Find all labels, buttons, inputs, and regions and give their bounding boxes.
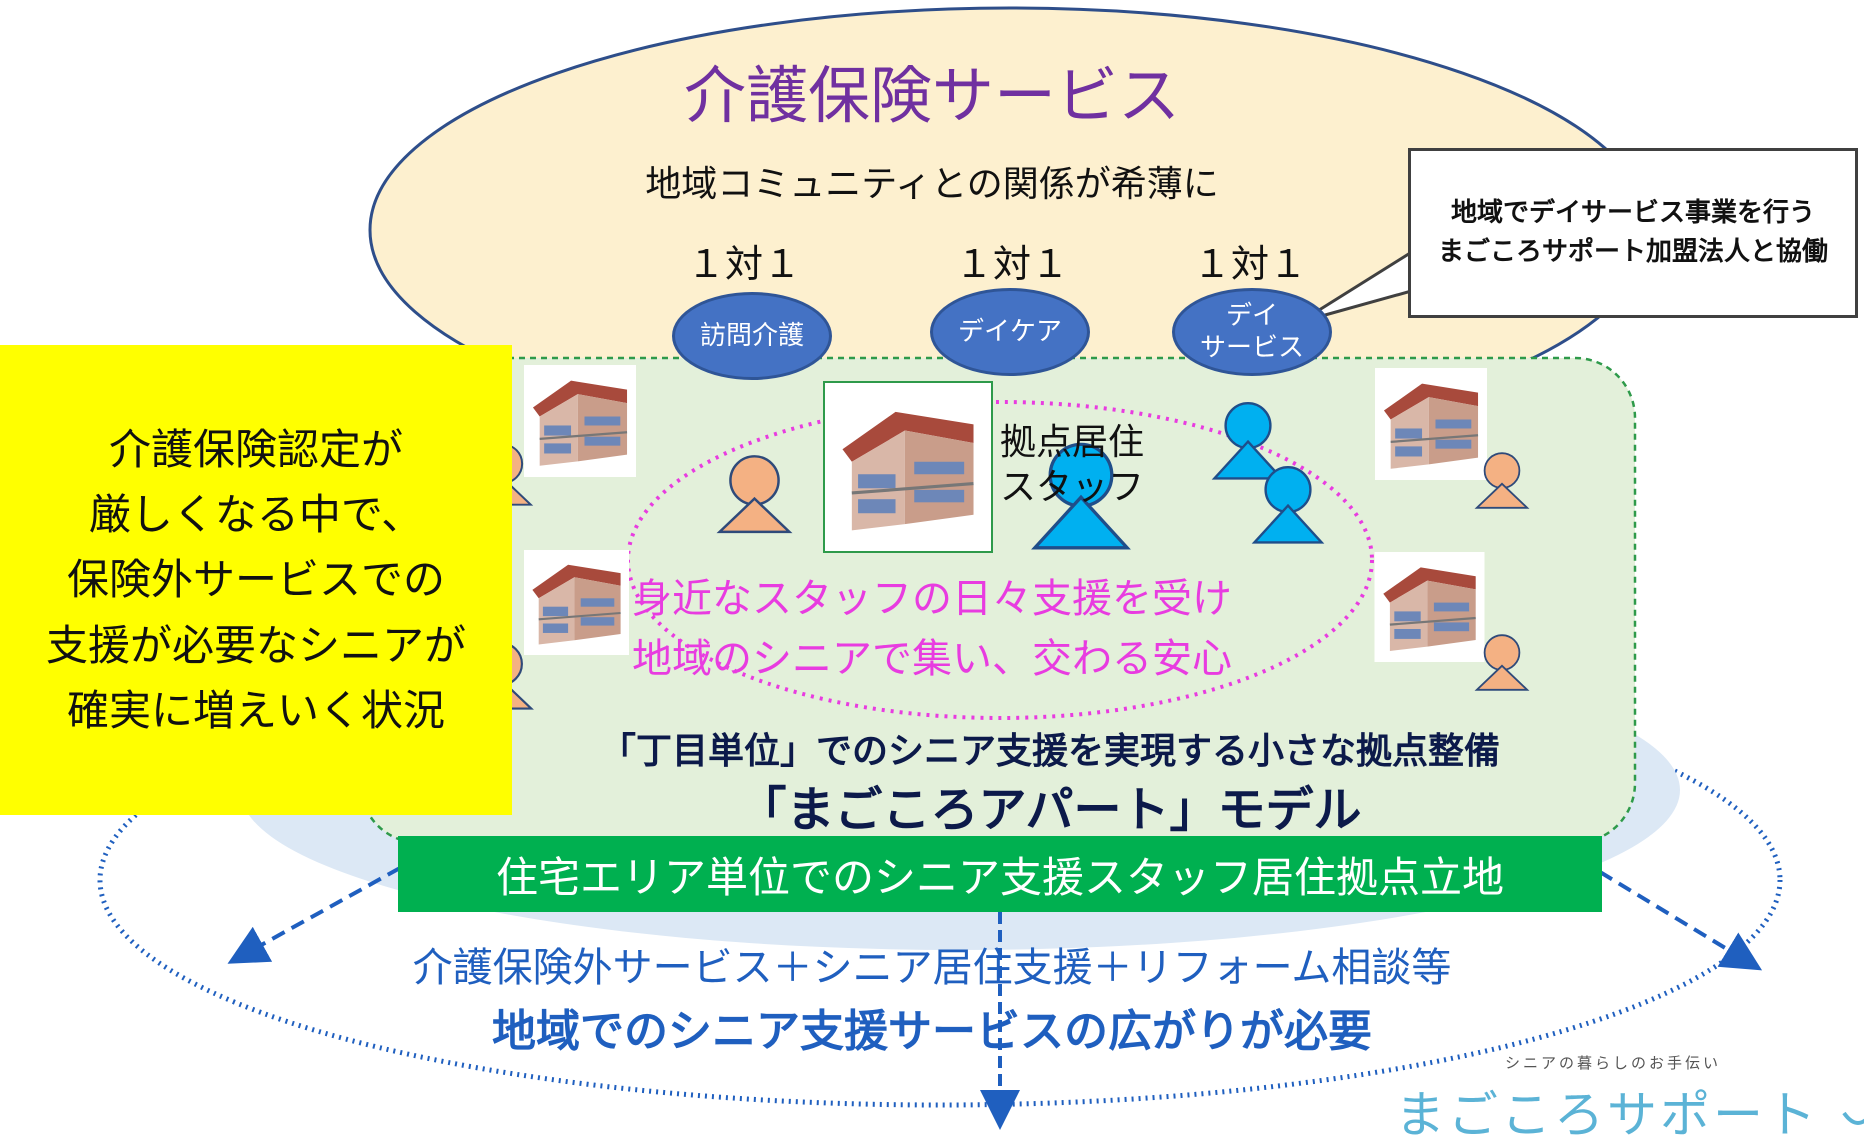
logo-name: まごころサポート	[1395, 1075, 1864, 1147]
logo-tagline: シニアの暮らしのお手伝い	[1505, 1054, 1722, 1072]
model-name: 「まごころアパート」モデル	[738, 782, 1362, 838]
staff-line1: 拠点居住	[1000, 422, 1145, 463]
situation-line: 保険外サービスでの	[66, 555, 445, 605]
service-label-line1: デイ	[1225, 300, 1278, 331]
arrow-icon	[227, 866, 401, 964]
location-banner-text: 住宅エリア単位でのシニア支援スタッフ居住拠点立地	[495, 852, 1504, 902]
resident-staff-label: 拠点居住 スタッフ	[1000, 420, 1200, 510]
apartment-icon	[830, 390, 986, 546]
service-day-service: デイ サービス	[1172, 288, 1332, 376]
callout-line2: まごころサポート加盟法人と協働	[1437, 237, 1828, 267]
situation-line: 厳しくなる中で、	[88, 490, 424, 540]
service-home-care: 訪問介護	[672, 292, 832, 380]
staff-line2: スタッフ	[1000, 467, 1145, 508]
situation-line: 支援が必要なシニアが	[45, 620, 466, 670]
support-message-line1: 身近なスタッフの日々支援を受け	[632, 576, 1232, 622]
service-label: デイケア	[957, 316, 1062, 347]
service-label: 訪問介護	[699, 320, 804, 351]
smile-icon	[1842, 1111, 1864, 1125]
ratio-label: １対１	[1192, 242, 1307, 286]
community-subtitle: 地域コミュニティとの関係が希薄に	[645, 164, 1219, 205]
care-insurance-title: 介護保険サービス	[683, 59, 1180, 132]
location-banner: 住宅エリア単位でのシニア支援スタッフ居住拠点立地	[398, 836, 1602, 912]
support-message-line2: 地域のシニアで集い、交わる安心	[632, 636, 1232, 682]
service-day-care: デイケア	[930, 288, 1090, 376]
ratio-label: １対１	[954, 242, 1069, 286]
services-list: 介護保険外サービス＋シニア居住支援＋リフォーム相談等	[412, 945, 1452, 991]
situation-line: 介護保険認定が	[108, 425, 403, 475]
situation-box: 介護保険認定が 厳しくなる中で、 保険外サービスでの 支援が必要なシニアが 確実…	[0, 345, 512, 815]
logo-text: まごころサポート	[1395, 1086, 1819, 1144]
apartment-icon	[524, 365, 636, 477]
arrow-icon	[1598, 870, 1763, 971]
expansion-need: 地域でのシニア支援サービスの広がりが必要	[492, 1006, 1372, 1057]
model-heading: 「丁目単位」でのシニア支援を実現する小さな拠点整備	[599, 731, 1500, 772]
apartment-icon	[1375, 368, 1487, 480]
situation-line: 確実に増えいく状況	[66, 685, 445, 735]
service-label-line2: サービス	[1199, 333, 1304, 363]
partner-callout: 地域でデイサービス事業を行う まごころサポート加盟法人と協働	[1408, 148, 1858, 318]
callout-line1: 地域でデイサービス事業を行う	[1450, 198, 1815, 228]
ratio-label: １対１	[686, 242, 801, 286]
